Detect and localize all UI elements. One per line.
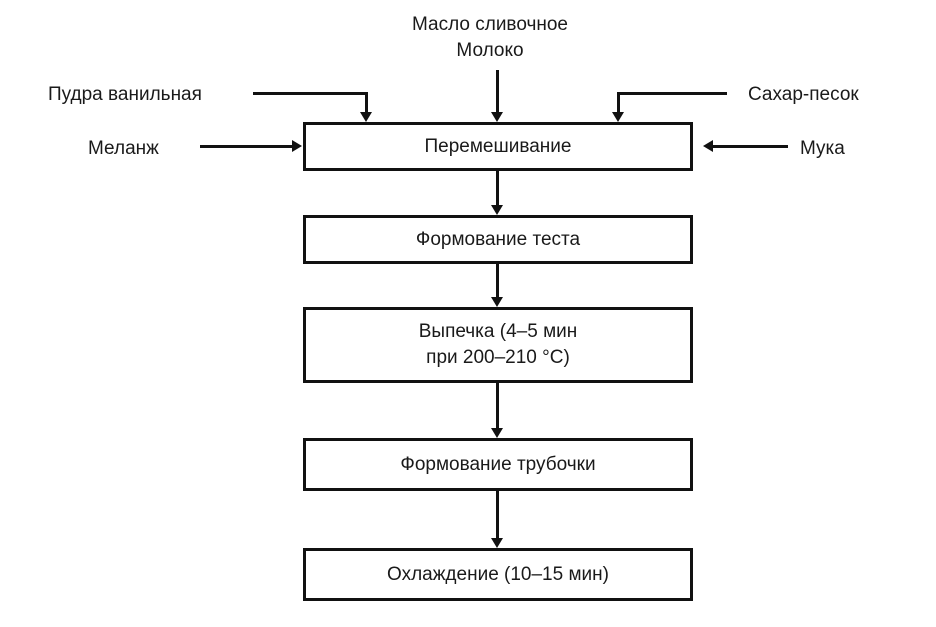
arrowhead-butter-milk [491, 112, 503, 122]
connector-powder-vertical [365, 92, 368, 112]
process-box-tube-forming[interactable]: Формование трубочки [303, 438, 693, 491]
connector-melange-horizontal [200, 145, 293, 148]
process-box-baking[interactable]: Выпечка (4–5 мин при 200–210 °C) [303, 307, 693, 383]
input-label-vanilla-powder: Пудра ванильная [48, 84, 202, 105]
connector-tube-to-cooling [496, 491, 499, 538]
connector-sugar-horizontal [617, 92, 727, 95]
arrowhead-mixing-to-dough [491, 205, 503, 215]
connector-butter-milk-vertical [496, 70, 499, 112]
arrowhead-sugar [612, 112, 624, 122]
arrowhead-dough-to-baking [491, 297, 503, 307]
input-label-sugar: Сахар-песок [748, 84, 859, 105]
process-box-cooling[interactable]: Охлаждение (10–15 мин) [303, 548, 693, 601]
connector-flour-horizontal [713, 145, 788, 148]
arrowhead-powder [360, 112, 372, 122]
connector-mixing-to-dough [496, 171, 499, 205]
input-label-melange: Меланж [88, 138, 159, 159]
process-box-mixing[interactable]: Перемешивание [303, 122, 693, 171]
connector-sugar-vertical [617, 92, 620, 112]
arrowhead-baking-to-tube [491, 428, 503, 438]
input-label-butter-milk: Масло сливочное Молоко [411, 14, 568, 61]
process-box-dough-forming[interactable]: Формование теста [303, 215, 693, 264]
process-label-baking: Выпечка (4–5 мин при 200–210 °C) [418, 321, 578, 368]
process-label-dough-forming: Формование теста [415, 228, 581, 250]
process-label-cooling: Охлаждение (10–15 мин) [387, 563, 609, 585]
arrowhead-tube-to-cooling [491, 538, 503, 548]
connector-baking-to-tube [496, 383, 499, 428]
process-label-tube-forming: Формование трубочки [400, 453, 596, 475]
process-label-mixing: Перемешивание [424, 135, 572, 157]
input-label-flour: Мука [800, 138, 845, 159]
connector-powder-horizontal [253, 92, 368, 95]
arrowhead-flour [703, 140, 713, 152]
connector-dough-to-baking [496, 264, 499, 297]
arrowhead-melange [292, 140, 302, 152]
